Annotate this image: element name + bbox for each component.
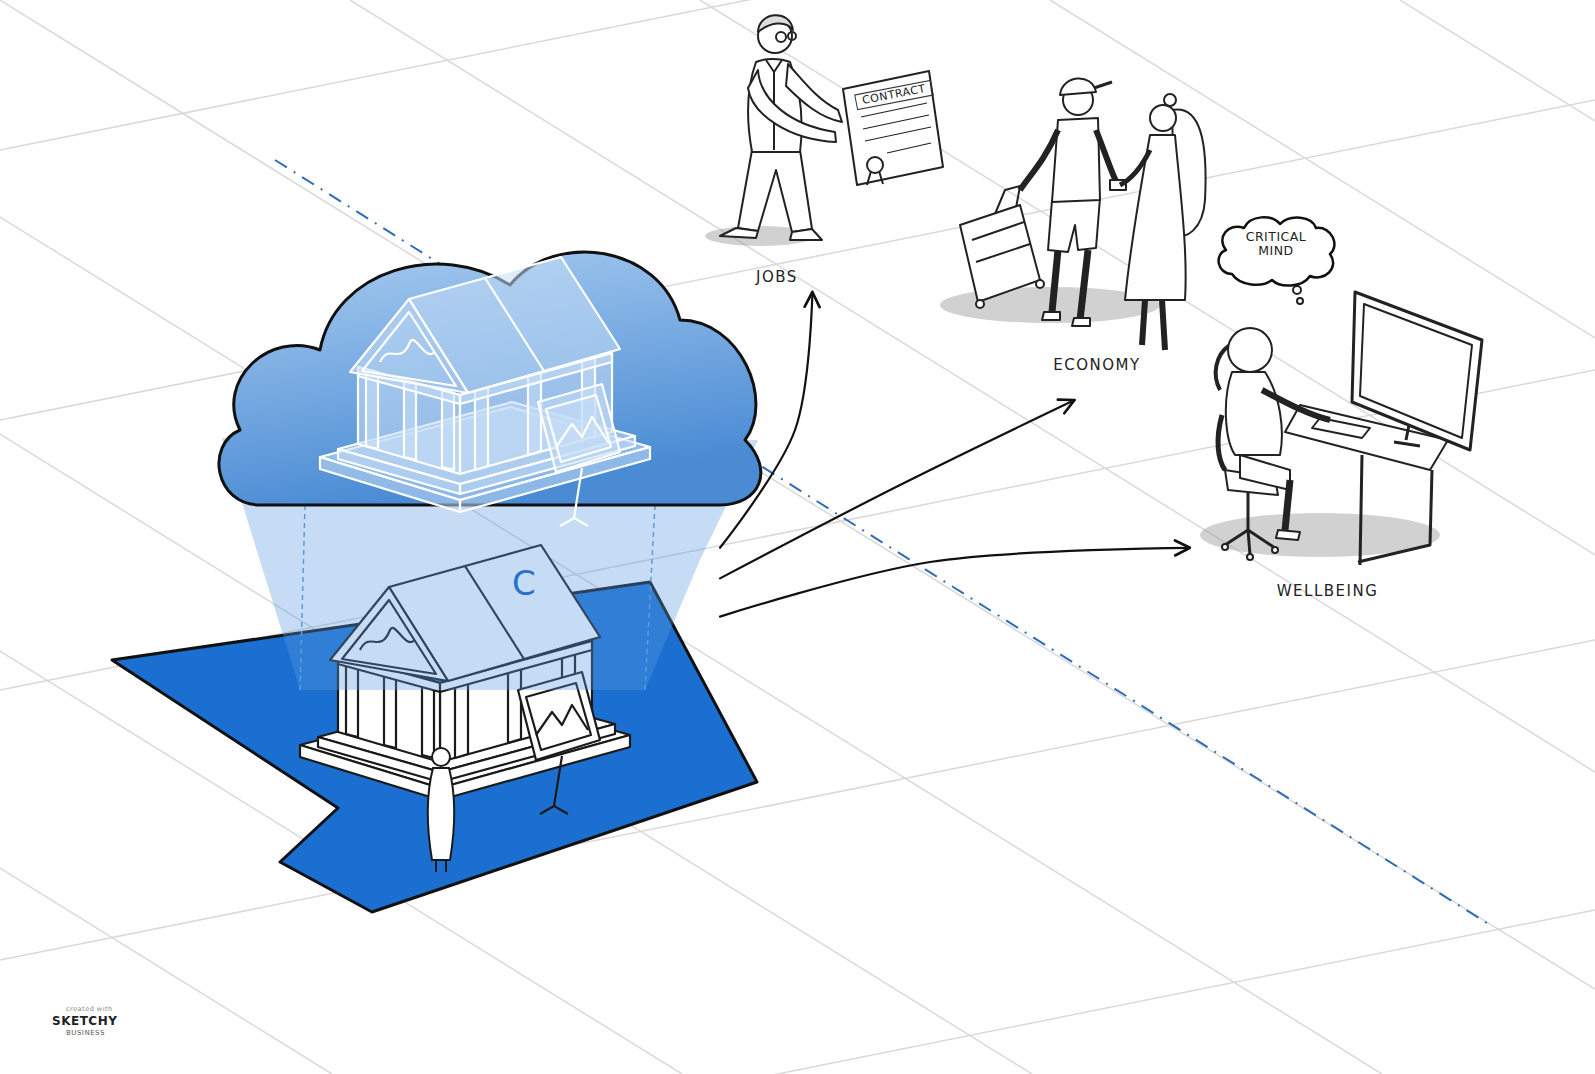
paper-text-line [887,143,931,153]
outcome-label: WELLBEING [1260,583,1395,600]
visitor-figure [432,748,450,766]
paper-outline [837,67,947,187]
student-at-computer [1218,415,1225,470]
tourist-couple [1142,300,1165,350]
paper-outline [843,71,943,185]
student-at-computer [1276,530,1300,540]
roof-letter: C [512,565,552,602]
student-at-computer [1272,547,1278,553]
tourist-couple [1150,105,1176,131]
worker-figure [738,150,812,232]
worker-figure [790,229,822,240]
projection-cone [645,505,655,690]
tourist-couple [1036,280,1044,288]
student-at-computer [1222,544,1228,550]
thought-text: CRITICAL MIND [1226,230,1326,258]
perspective-grid [700,0,1595,1074]
tourist-couple [1120,150,1150,185]
tourist-couple [940,78,1206,350]
perspective-grid [0,0,1382,1074]
contract-paper: CONTRACT [837,67,947,187]
tourist-couple [1042,312,1090,326]
paper-seal [867,157,883,173]
student-at-computer [1200,286,1482,565]
tourist-couple [1048,198,1100,252]
tourist-couple [1060,78,1096,95]
perspective-grid [0,0,1032,1074]
worker-figure [758,15,793,32]
worker-figure [786,64,842,122]
tourist-couple [1096,130,1118,185]
economy-group: ECONOMY [950,65,1215,400]
student-at-computer [1360,304,1472,438]
student-at-computer [1293,286,1301,294]
tourist-couple [1094,82,1112,88]
tourist-couple [972,222,1030,262]
digital-museum-building [320,257,650,526]
paper-text-line [865,127,931,141]
tourist-couple [1125,135,1186,300]
student-at-computer [1312,418,1370,438]
jobs-group: JOBS CONTRACT [720,5,960,292]
wellbeing-group: WELLBEING CRITICAL MIND [1190,205,1480,605]
tourist-couple [976,300,984,308]
student-at-computer [1228,328,1272,372]
student-at-computer [1226,372,1282,455]
student-at-computer [1240,455,1290,490]
student-at-computer [1225,490,1275,555]
museum-node: C [300,535,720,790]
perspective-grid [1050,0,1595,1074]
student-at-computer [1297,298,1303,304]
tourist-couple [1052,250,1088,320]
bubble-shape [1219,217,1335,285]
projection-cone [300,505,305,690]
watermark-brand: BUSINESS [66,1029,105,1037]
worker-figure [766,60,782,72]
worker-figure [705,15,842,246]
perspective-grid [0,0,1595,150]
worker-figure [788,32,796,40]
paper-text-line [863,115,929,129]
outcome-label: ECONOMY [1032,357,1162,374]
worker-figure [748,70,836,142]
student-at-computer [1262,390,1330,420]
tourist-couple [1164,94,1176,106]
thought-bubble: CRITICAL MIND [1212,212,1340,290]
worker-figure [720,228,758,238]
visitor-figure [428,748,454,874]
perspective-grid [0,910,1595,1074]
impact-arrow [720,400,1075,578]
watermark-brand: SKETCHY [52,1014,117,1028]
impact-arrow [720,292,812,548]
worker-figure [776,32,786,42]
student-at-computer [1352,292,1482,450]
student-at-computer [1358,455,1432,565]
impact-arrow [720,548,1190,617]
student-at-computer [1247,554,1253,560]
visitor-figure [428,768,454,860]
outcome-label: JOBS [742,269,812,286]
watermark-note: created with [66,1005,113,1013]
paper-sheet [843,71,943,185]
student-at-computer [1285,480,1290,530]
tourist-couple [1020,130,1058,190]
tourist-couple [960,205,1040,302]
visitor-figure [431,866,451,874]
